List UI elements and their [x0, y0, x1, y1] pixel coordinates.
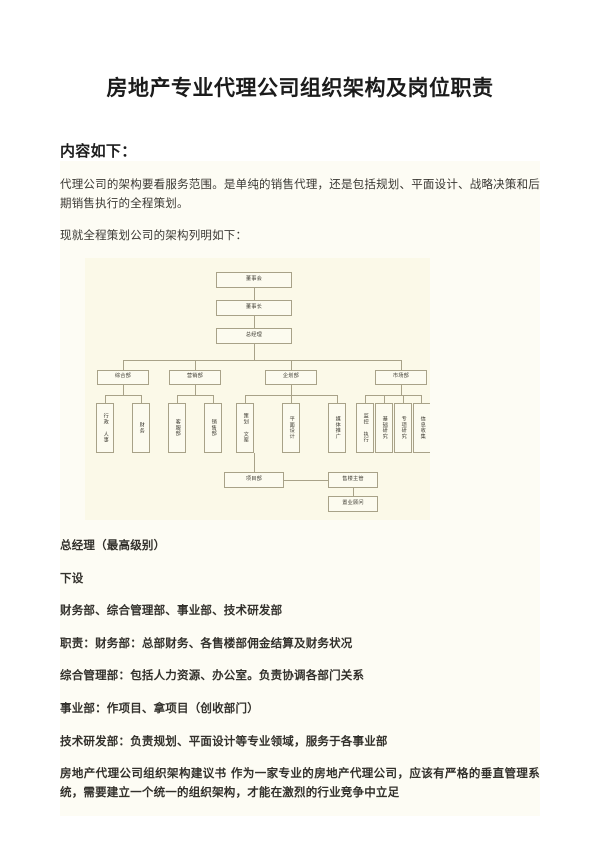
paragraph-duty-admin: 综合管理部：包括人力资源、办公室。负责协调各部门关系	[60, 668, 365, 683]
org-node-graphic-design: 平面设计	[282, 402, 300, 453]
connector-planning-right	[337, 394, 338, 403]
connector-drop-comprehensive	[123, 359, 124, 370]
org-node-customer-service: 客服部	[168, 402, 186, 453]
page-title: 房地产专业代理公司组织架构及岗位职责	[106, 75, 494, 100]
connector-board-chairman	[254, 287, 255, 300]
paragraph-departments: 财务部、综合管理部、事业部、技术研发部	[60, 603, 283, 618]
org-node-chairman: 董事长	[216, 299, 292, 316]
connector-planning-left	[245, 394, 246, 403]
connector-comprehensive-left	[105, 394, 106, 403]
connector-drop-planning	[291, 359, 292, 370]
org-node-basic-research: 基础研究	[375, 402, 393, 453]
org-chart-canvas: 董事会 董事长 总经理 综合部 营销部 企划部 市场部	[85, 258, 430, 520]
paragraph-proposal: 房地产代理公司组织架构建议书 作为一家专业的房地产代理公司，应该有严格的垂直管理…	[60, 766, 540, 799]
paragraph-duty-business: 事业部：作项目、拿项目（创收部门）	[60, 701, 259, 715]
paragraph-duty-rnd: 技术研发部：负责规划、平面设计等专业领域，服务于各事业部	[60, 733, 388, 748]
section-heading-content: 内容如下：	[60, 142, 137, 160]
connector-market-bar	[365, 394, 421, 396]
org-node-project-dept: 项目部	[224, 471, 284, 488]
org-node-general-manager: 总经理	[216, 327, 292, 344]
connector-drop-market	[401, 359, 402, 370]
connector-comprehensive-bar	[105, 394, 141, 396]
org-node-board: 董事会	[216, 271, 292, 288]
connector-marketing-stem	[195, 384, 196, 395]
org-node-planning: 企划部	[265, 369, 317, 385]
connector-project-stem	[254, 452, 255, 472]
connector-market-c4	[421, 394, 422, 403]
org-node-admin-hr: 行政 人事	[96, 402, 114, 453]
connector-planning-stem	[291, 384, 292, 395]
connector-market-stem	[401, 384, 402, 395]
org-node-media-promotion: 媒体推广	[328, 402, 346, 453]
connector-marketing-left	[177, 394, 178, 403]
connector-chairman-gm	[254, 315, 255, 328]
org-node-market: 市场部	[375, 369, 427, 385]
org-node-monitor-execution: 监控 执行	[356, 402, 374, 453]
paragraph-general-manager: 总经理（最高级别）	[60, 537, 166, 552]
connector-comprehensive-stem	[123, 384, 124, 395]
connector-planning-mid	[291, 394, 292, 403]
connector-market-c1	[365, 394, 366, 403]
connector-drop-marketing	[195, 359, 196, 370]
connector-department-bus	[123, 359, 401, 361]
org-node-finance: 财务	[132, 402, 150, 453]
connector-gm-bus	[254, 343, 255, 360]
org-node-sales-dept: 销售部	[204, 402, 222, 453]
org-node-comprehensive: 综合部	[97, 369, 149, 385]
document-body: 代理公司的架构要看服务范围。是单纯的销售代理，还是包括规划、平面设计、战略决策和…	[60, 161, 540, 816]
connector-project-supervisor	[284, 479, 328, 481]
org-node-copywriting: 策划 文案	[236, 402, 254, 453]
org-node-sales-consultant: 置业顾问	[328, 495, 378, 512]
paragraph-intro: 代理公司的架构要看服务范围。是单纯的销售代理，还是包括规划、平面设计、战略决策和…	[60, 177, 540, 210]
connector-supervisor-consultant	[353, 487, 354, 496]
org-node-sales-supervisor: 售楼主管	[328, 471, 378, 488]
connector-marketing-right	[213, 394, 214, 403]
connector-marketing-bar	[177, 394, 213, 396]
org-chart-image: 董事会 董事长 总经理 综合部 营销部 企划部 市场部	[85, 257, 430, 520]
paragraph-subordinate: 下设	[60, 570, 84, 585]
connector-market-c3	[403, 394, 404, 403]
connector-market-c2	[384, 394, 385, 403]
connector-comprehensive-right	[141, 394, 142, 403]
org-node-special-research: 专项研究	[394, 402, 412, 453]
paragraph-duty-finance: 职责：财务部：总部财务、各售楼部佣金结算及财务状况	[60, 635, 353, 650]
org-node-info-collection: 信息收集	[413, 402, 430, 453]
paragraph-lead-in: 现就全程策划公司的架构列明如下：	[60, 228, 248, 243]
org-node-marketing: 营销部	[169, 369, 221, 385]
